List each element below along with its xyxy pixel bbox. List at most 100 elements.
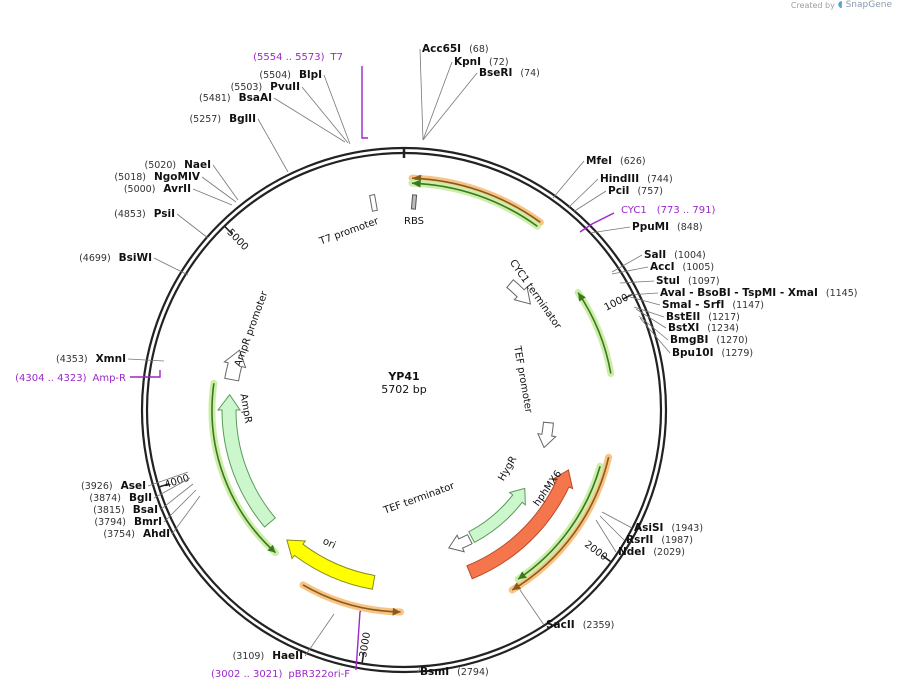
restriction-site-label[interactable]: BsaI(3815)	[93, 504, 158, 516]
orf-arc-right[interactable]	[511, 457, 610, 591]
restriction-site-label[interactable]: SalI(1004)	[644, 249, 706, 261]
orf-arc-bottom[interactable]	[302, 584, 401, 613]
site-position: (4353)	[56, 354, 88, 365]
primer-range: (773 .. 791)	[657, 205, 716, 216]
restriction-site-label[interactable]: AvrII(5000)	[124, 183, 191, 195]
site-name: AsiSI	[634, 522, 663, 534]
site-position: (744)	[647, 174, 673, 185]
restriction-site-label[interactable]: BsmI(2794)	[420, 666, 489, 678]
site-position: (3815)	[93, 505, 125, 516]
plasmid-name: YP41	[388, 370, 420, 383]
feature-label: AmpR	[237, 393, 253, 424]
site-name: BglII	[229, 113, 256, 125]
restriction-site-label[interactable]: BsiWI(4699)	[79, 252, 152, 264]
feature-TEF-terminator-arrow[interactable]	[448, 534, 473, 553]
site-name: BlpI	[299, 69, 322, 81]
restriction-site-label[interactable]: Bpu10I(1279)	[672, 347, 753, 359]
restriction-site-label[interactable]: PvuII(5503)	[231, 81, 300, 93]
site-name: BglI	[129, 492, 152, 504]
restriction-site-label[interactable]: NdeI (2029)	[618, 546, 685, 558]
tick-mark	[159, 483, 170, 488]
site-leader-line	[159, 483, 194, 511]
site-position: (68)	[469, 44, 489, 55]
feature-RBS-mark[interactable]	[410, 194, 418, 210]
site-name: XmnI	[96, 353, 126, 365]
site-name: NgoMIV	[154, 171, 201, 183]
restriction-site-label[interactable]: XmnI (4353)	[56, 353, 126, 365]
restriction-site-label[interactable]: Acc65I(68)	[422, 43, 489, 55]
site-name: AccI	[650, 261, 674, 273]
restriction-site-label[interactable]: BlpI(5504)	[259, 69, 322, 81]
snapgene-logo-icon: ◖	[837, 0, 843, 10]
site-name: NdeI	[618, 546, 645, 558]
orf-arc-right-inner[interactable]	[517, 466, 601, 580]
site-name: HaeII	[272, 650, 303, 662]
site-leader-line	[127, 358, 165, 362]
feature-AmpR[interactable]	[216, 393, 277, 528]
restriction-site-label[interactable]: HaeII (3109)	[233, 650, 303, 662]
primer-label[interactable]: pBR322ori-F(3002 .. 3021)	[211, 669, 350, 680]
restriction-site-label[interactable]: MfeI(626)	[586, 155, 646, 167]
restriction-site-label[interactable]: BsaAI(5481)	[199, 92, 272, 104]
site-position: (5481)	[199, 93, 231, 104]
site-name: StuI	[656, 275, 680, 287]
restriction-site-label[interactable]: BglII(5257)	[189, 113, 256, 125]
site-leader-line	[147, 471, 189, 487]
site-leader-line	[611, 254, 643, 273]
restriction-site-label[interactable]: NgoMIV(5018)	[114, 171, 200, 183]
site-position: (1270)	[716, 335, 748, 346]
restriction-site-label[interactable]: AhdI(3754)	[103, 528, 170, 540]
primer-label[interactable]: T7(5554 .. 5573)	[253, 52, 343, 63]
site-name: Bpu10I	[672, 347, 714, 359]
restriction-site-label[interactable]: AsiSI(1943)	[634, 522, 703, 534]
feature-AmpR-promoter-arrow[interactable]	[223, 349, 247, 382]
restriction-site-label[interactable]: NaeI(5020)	[145, 159, 212, 171]
site-leader-line	[153, 477, 191, 499]
restriction-site-label[interactable]: PciI(757)	[608, 185, 663, 197]
tick-mark	[361, 652, 365, 663]
feature-hphMX6[interactable]	[466, 469, 574, 580]
primer-marker	[361, 66, 368, 139]
restriction-site-label[interactable]: PpuMI(848)	[632, 221, 703, 233]
orf-arc-ampr-left[interactable]	[211, 383, 277, 554]
feature-TEF-promoter-arrow[interactable]	[537, 421, 557, 449]
restriction-site-label[interactable]: AseI(3926)	[81, 480, 146, 492]
orf-arc-top-inner[interactable]	[411, 182, 538, 228]
site-position: (3109)	[233, 651, 265, 662]
feature-ori[interactable]	[286, 539, 376, 590]
site-leader-line	[257, 118, 289, 173]
restriction-site-label[interactable]: BseRI(74)	[479, 67, 540, 79]
restriction-site-label[interactable]: BmrI(3794)	[94, 516, 162, 528]
orf-arc-ampr-left-arrowhead	[267, 544, 276, 553]
feature-CYC1-terminator-arrow[interactable]	[506, 279, 532, 305]
restriction-site-label[interactable]: RsrII(1987)	[626, 534, 693, 546]
restriction-site-label[interactable]: BmgBI(1270)	[670, 334, 748, 346]
site-leader-line	[635, 308, 667, 329]
feature-label: AmpR promoter	[233, 289, 271, 368]
site-name: HindIII	[600, 173, 639, 185]
primer-range: (4304 .. 4323)	[15, 373, 87, 384]
restriction-site-label[interactable]: BglI(3874)	[89, 492, 152, 504]
site-name: AvrII	[163, 183, 191, 195]
site-leader-line	[519, 589, 545, 626]
primer-label[interactable]: CYC1(773 .. 791)	[621, 205, 716, 216]
site-name: AseI	[121, 480, 146, 492]
primer-label[interactable]: Amp-R(4304 .. 4323)	[15, 373, 126, 384]
feature-T7-promoter-arrow[interactable]	[369, 194, 378, 212]
restriction-site-label[interactable]: SacII(2359)	[546, 619, 614, 631]
restriction-site-label[interactable]: HindIII (744)	[600, 173, 673, 185]
restriction-site-label[interactable]: AvaI - BsoBI - TspMI - XmaI(1145)	[660, 287, 857, 299]
restriction-site-label[interactable]: BstEII(1217)	[666, 311, 740, 323]
site-name: RsrII	[626, 534, 653, 546]
restriction-site-label[interactable]: SmaI - SrfI(1147)	[662, 299, 764, 311]
site-position: (757)	[637, 186, 663, 197]
restriction-site-label[interactable]: StuI(1097)	[656, 275, 720, 287]
orf-arc-top[interactable]	[412, 177, 541, 223]
restriction-site-label[interactable]: PsiI(4853)	[114, 208, 175, 220]
restriction-site-label[interactable]: KpnI(72)	[454, 56, 509, 68]
restriction-site-label[interactable]: BstXI(1234)	[668, 322, 739, 334]
site-name: BseRI	[479, 67, 512, 79]
feature-HygR[interactable]	[468, 487, 526, 544]
site-position: (2029)	[653, 547, 685, 558]
restriction-site-label[interactable]: AccI(1005)	[650, 261, 714, 273]
